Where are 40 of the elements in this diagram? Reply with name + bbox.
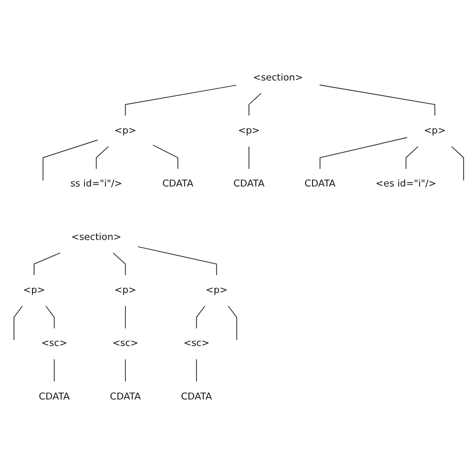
- connector-line: [319, 84, 436, 116]
- connector-line: [406, 146, 418, 169]
- tag-label: <sc>: [41, 337, 68, 349]
- connector-line: [96, 146, 109, 169]
- connector-line: [248, 92, 262, 116]
- connector-line: [124, 84, 237, 116]
- tag-label: <p>: [238, 124, 260, 136]
- tag-label: CDATA: [110, 390, 141, 402]
- tag-label: <p>: [114, 284, 136, 296]
- connector-line: [14, 305, 23, 340]
- connector-line: [112, 252, 126, 276]
- tag-label: CDATA: [38, 390, 70, 402]
- connector-line: [196, 305, 206, 328]
- tag-label: <p>: [424, 124, 446, 136]
- connector-line: [228, 305, 238, 340]
- connector-line: [54, 358, 55, 382]
- connector-line: [34, 252, 60, 276]
- connector-line: [451, 146, 464, 180]
- connector-line: [248, 146, 250, 169]
- tag-label: CDATA: [304, 178, 336, 189]
- connector-line: [196, 358, 197, 382]
- connector-line: [138, 246, 217, 276]
- tag-label: <sc>: [112, 337, 138, 349]
- tag-label: <section>: [71, 231, 122, 242]
- tag-label: <section>: [253, 71, 303, 83]
- tag-label: <es id="i"/>: [376, 178, 436, 189]
- tag-label: <p>: [206, 284, 228, 296]
- tag-label: <sc>: [183, 337, 210, 349]
- connector-line: [124, 358, 126, 382]
- tag-label: <p>: [114, 124, 136, 136]
- connector-line: [45, 305, 55, 328]
- connector-line: [152, 144, 178, 169]
- tag-label: CDATA: [233, 178, 264, 189]
- tag-label: CDATA: [180, 390, 212, 402]
- tag-label: CDATA: [162, 178, 194, 189]
- tag-label: <p>: [23, 284, 46, 296]
- connector-line: [42, 139, 98, 180]
- connector-line: [124, 305, 126, 328]
- tag-label: ss id="i"/>: [70, 178, 122, 189]
- connector-line: [320, 136, 408, 169]
